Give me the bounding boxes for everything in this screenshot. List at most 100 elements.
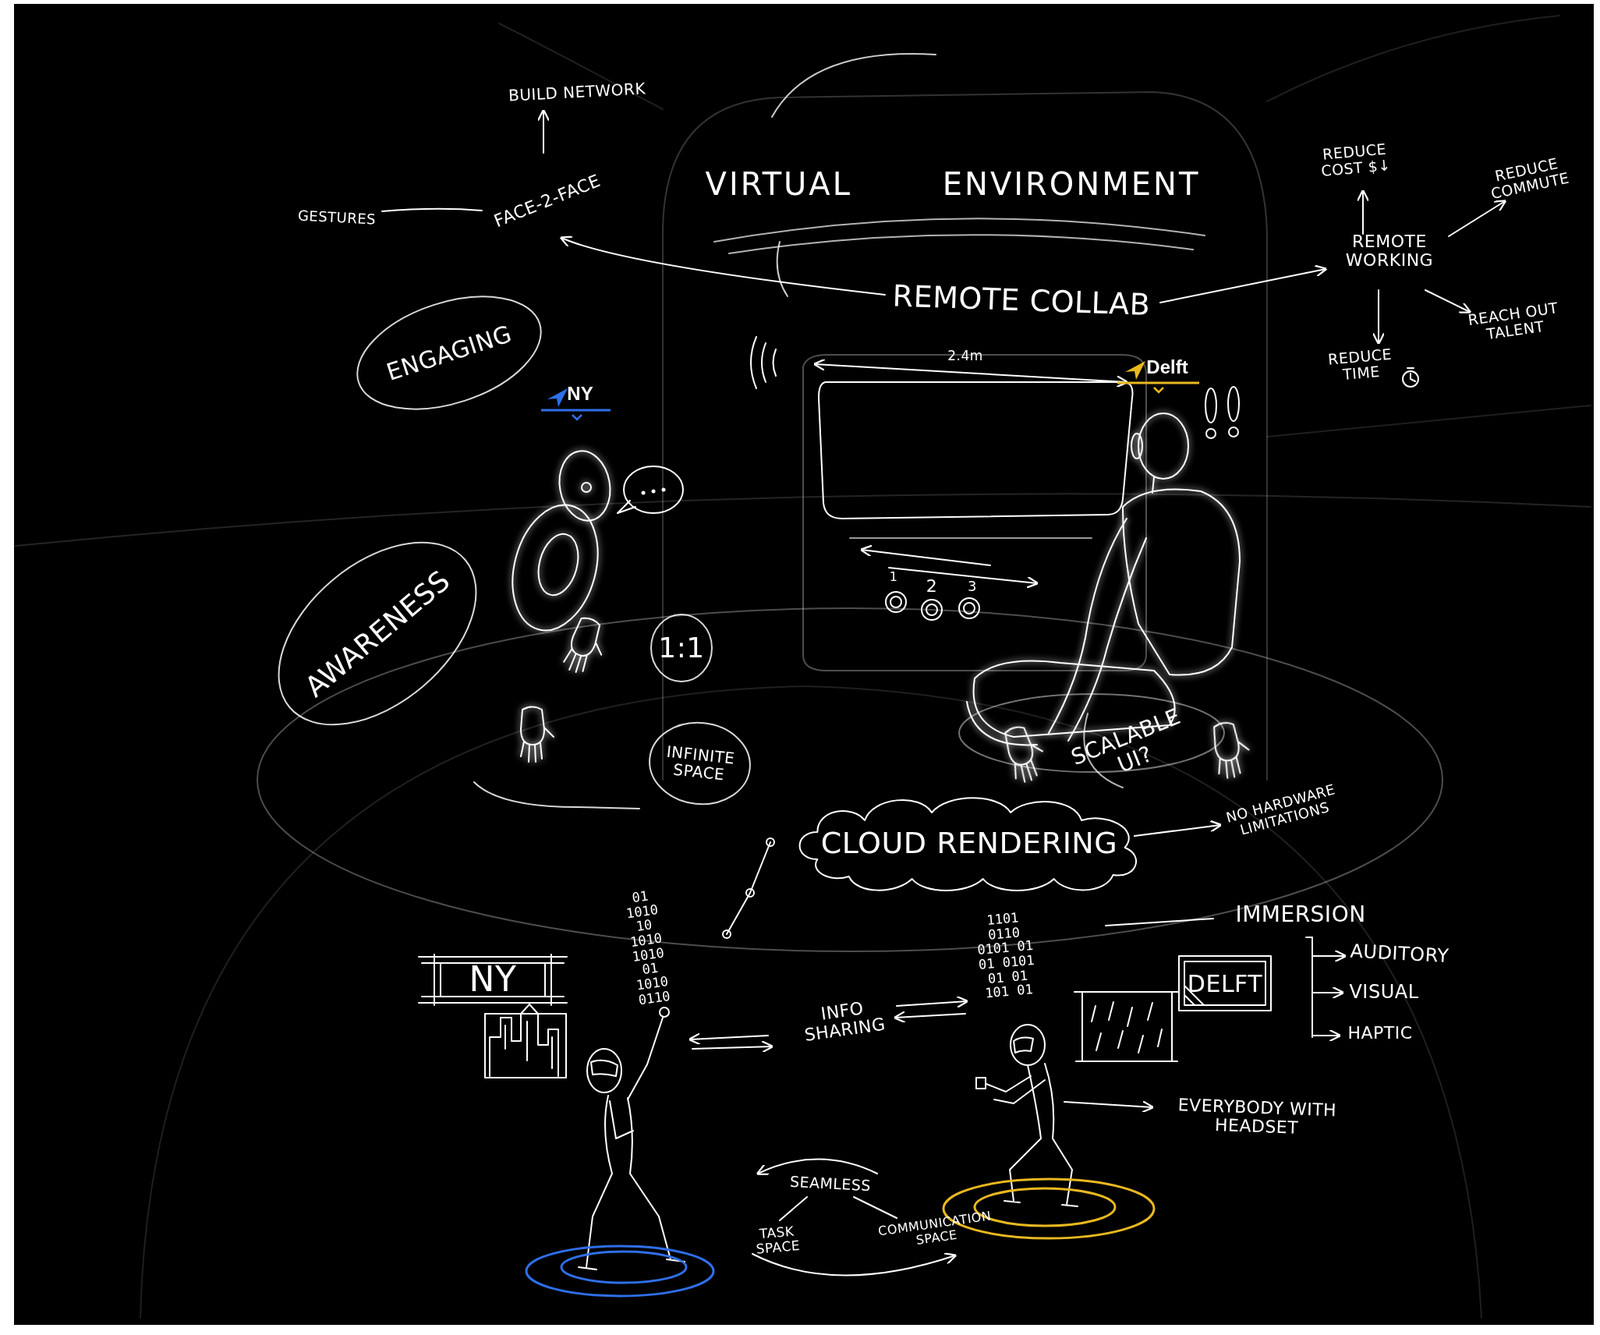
button <box>890 596 902 608</box>
sign-frame <box>1184 961 1266 1006</box>
exclamation-mark <box>1206 428 1216 439</box>
share-arrow <box>896 1001 967 1006</box>
node-text-area: ENGAGING <box>339 272 558 433</box>
binary-stream: 1101 0110 0101 01 01 0101 01 01 101 01 <box>966 908 1045 1002</box>
speech-bubble <box>617 500 636 514</box>
location-tag: Delft <box>1146 357 1188 378</box>
ellipse-bubble: AWARENESS <box>241 502 514 765</box>
cloud-shape: CLOUD RENDERING <box>793 789 1145 899</box>
sketch-note: AUDITORY <box>1349 941 1450 967</box>
speech-dot <box>661 488 666 493</box>
person-body <box>986 1063 1078 1207</box>
location-tag: NY <box>566 383 593 404</box>
button <box>959 598 980 619</box>
share-arrow <box>895 1013 966 1018</box>
bracket <box>1306 937 1313 1038</box>
note-arrow <box>1425 290 1470 312</box>
button <box>921 599 942 620</box>
note-arrow <box>1377 290 1380 344</box>
speech-dot <box>641 491 646 496</box>
sketch-note: BUILD NETWORK <box>508 79 647 104</box>
sketch-note: REDUCE COST $↓ <box>1309 139 1400 180</box>
location-ring <box>974 1188 1116 1226</box>
window-sill <box>1074 991 1179 1062</box>
tag-chevron <box>572 414 582 420</box>
circle-bubble: INFINITE SPACE <box>642 715 757 812</box>
avatar-arm <box>1048 518 1147 741</box>
platform-edge <box>474 782 640 809</box>
avatar-headset <box>1131 433 1143 459</box>
sketch-note: SEAMLESS <box>789 1173 871 1194</box>
network-dot <box>766 838 775 847</box>
desk-line <box>849 537 1092 539</box>
skyline-frame <box>484 1013 567 1078</box>
console-frame <box>803 354 1147 671</box>
leader-line <box>1105 918 1214 926</box>
sign-frame <box>550 954 553 1006</box>
speech-dot <box>651 489 656 494</box>
sign-frame <box>544 962 546 997</box>
avatar-head <box>1138 413 1189 479</box>
tag-chevron <box>1153 387 1164 393</box>
node-text-area: DELFT <box>1178 955 1271 1011</box>
note-arrow <box>1448 201 1505 237</box>
dome-line <box>140 686 1482 1318</box>
avatar-hand <box>520 707 554 763</box>
sketch-note: COMMUNICATION SPACE <box>856 1206 1016 1256</box>
button <box>885 591 907 613</box>
note-arrow <box>1160 269 1326 303</box>
note-arrow <box>1064 1101 1153 1108</box>
button <box>963 602 975 614</box>
city-sign: NY <box>418 954 567 1006</box>
location-ring <box>526 1246 714 1296</box>
sketch-note: FACE-2-FACE <box>491 171 603 232</box>
controller <box>976 1077 986 1089</box>
person-hand <box>659 1007 670 1017</box>
location-ring <box>561 1251 687 1283</box>
sketch-note: TASK SPACE <box>746 1222 808 1257</box>
exclamation-mark <box>1228 427 1239 437</box>
node-text-area: NY <box>418 954 567 1006</box>
sign-frame <box>418 955 567 958</box>
slide-arrow <box>888 567 1038 584</box>
sketch-note: REDUCE TIME <box>1322 345 1399 385</box>
sign-frame <box>1178 955 1271 1011</box>
avatar-torso <box>1122 489 1240 676</box>
background <box>14 3 1594 1325</box>
node-text-area: CLOUD RENDERING <box>793 789 1145 899</box>
note-arrow <box>1312 991 1343 994</box>
node-text-area: AWARENESS <box>241 502 514 765</box>
share-arrow <box>690 1035 769 1040</box>
delft-avatar <box>966 413 1253 784</box>
sign-frame <box>439 962 442 997</box>
sketch-note: GESTURES <box>297 207 376 227</box>
binary-stream: 01 1010 10 1010 1010 01 1010 0110 <box>615 886 680 1009</box>
node-text-area: 1:1 <box>648 612 715 684</box>
avatar-hand <box>1212 719 1253 779</box>
node-text: 1:1 <box>658 632 705 664</box>
note-arrow <box>561 237 885 295</box>
sketch-note: 2.4m <box>947 348 984 364</box>
rain <box>1091 1001 1162 1053</box>
sketch-note: REMOTE COLLAB <box>892 279 1151 322</box>
skyline <box>489 1004 559 1077</box>
ellipse-outline <box>651 614 712 682</box>
person-head <box>587 1048 622 1093</box>
sketch-note: 2 <box>926 576 939 596</box>
sketch-note: REMOTE WORKING <box>1345 232 1435 270</box>
network-link <box>726 842 771 935</box>
person-body <box>578 1017 685 1270</box>
location-icon <box>1125 361 1146 380</box>
note-line <box>779 1196 897 1221</box>
node-text: ENGAGING <box>383 320 515 386</box>
platform-ellipse <box>257 608 1443 952</box>
node-text: NY <box>469 960 517 999</box>
signal-waves <box>750 336 776 389</box>
sketch-note: SCALABLE UI? <box>1063 702 1197 794</box>
note-arrow <box>542 110 545 153</box>
sketch-note: NO HARDWARE LIMITATIONS <box>1210 778 1355 845</box>
ny-person <box>578 1007 685 1270</box>
exclamation-mark <box>1205 388 1217 423</box>
